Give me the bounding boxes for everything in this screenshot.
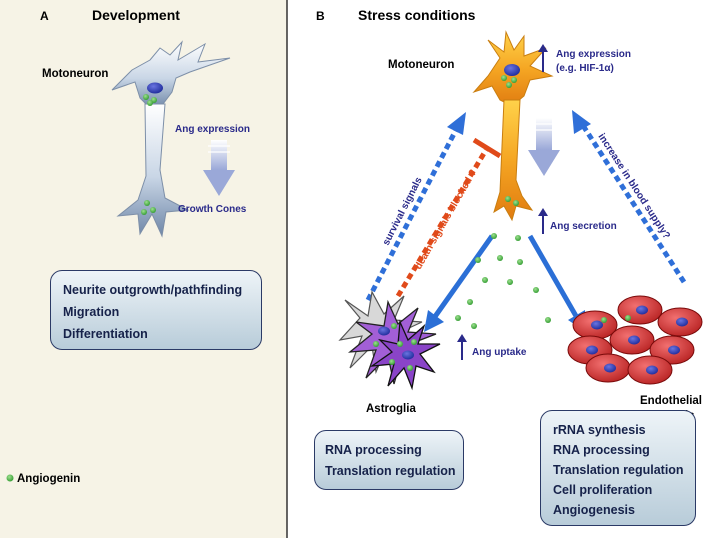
secreted-angiogenin-dots — [455, 233, 551, 329]
panel-b-ang-expression: Ang expression — [556, 49, 631, 60]
astroglia-function-1: Translation regulation — [325, 464, 456, 478]
panel-a-function-box: Neurite outgrowth/pathfinding Migration … — [50, 270, 262, 350]
panel-a-motoneuron-label: Motoneuron — [42, 68, 108, 80]
panel-a-growth-cones: Growth Cones — [178, 204, 247, 215]
panel-a-title: Development — [92, 7, 180, 23]
endothelial-function-1: RNA processing — [553, 443, 650, 457]
death-signals-blocked — [395, 137, 502, 298]
panel-a-function-1: Migration — [63, 305, 120, 319]
panel-b-down-arrow — [528, 118, 560, 176]
panel-b-ang-secretion: Ang secretion — [550, 221, 617, 232]
legend-angiogenin-label: Angiogenin — [17, 473, 80, 485]
survival-signals-arrow — [365, 112, 466, 302]
endothelial-function-box: rRNA synthesis RNA processing Translatio… — [540, 410, 696, 526]
arrow-to-astroglia — [424, 234, 495, 332]
panel-b-title: Stress conditions — [358, 7, 476, 23]
panel-b-letter: B — [316, 9, 325, 23]
astroglia-label: Astroglia — [366, 403, 416, 415]
endothelial-function-2: Translation regulation — [553, 463, 684, 477]
panel-a-down-arrow — [203, 140, 235, 196]
panel-b-ang-uptake: Ang uptake — [472, 347, 527, 358]
panel-a-neuron — [111, 40, 231, 238]
panel-b-motoneuron-label: Motoneuron — [388, 59, 454, 71]
legend-angiogenin-dot — [6, 474, 14, 482]
panel-b-hif: (e.g. HIF-1α) — [556, 63, 614, 74]
panel-a-ang-expression: Ang expression — [175, 124, 250, 135]
astroglia-function-0: RNA processing — [325, 443, 422, 457]
endothelial-function-4: Angiogenesis — [553, 503, 635, 517]
panel-a-letter: A — [40, 9, 49, 23]
astroglia-cells — [338, 290, 441, 391]
endothelial-function-0: rRNA synthesis — [553, 423, 646, 437]
endothelial-cells — [567, 295, 703, 385]
panel-b-neuron — [472, 30, 554, 222]
panel-a-function-2: Differentiation — [63, 327, 148, 341]
panel-a-function-0: Neurite outgrowth/pathfinding — [63, 283, 243, 297]
endothelial-label-line1: Endothelial — [640, 395, 702, 407]
endothelial-function-3: Cell proliferation — [553, 483, 653, 497]
blood-supply-arrow — [572, 110, 687, 284]
astroglia-function-box: RNA processing Translation regulation — [314, 430, 464, 490]
